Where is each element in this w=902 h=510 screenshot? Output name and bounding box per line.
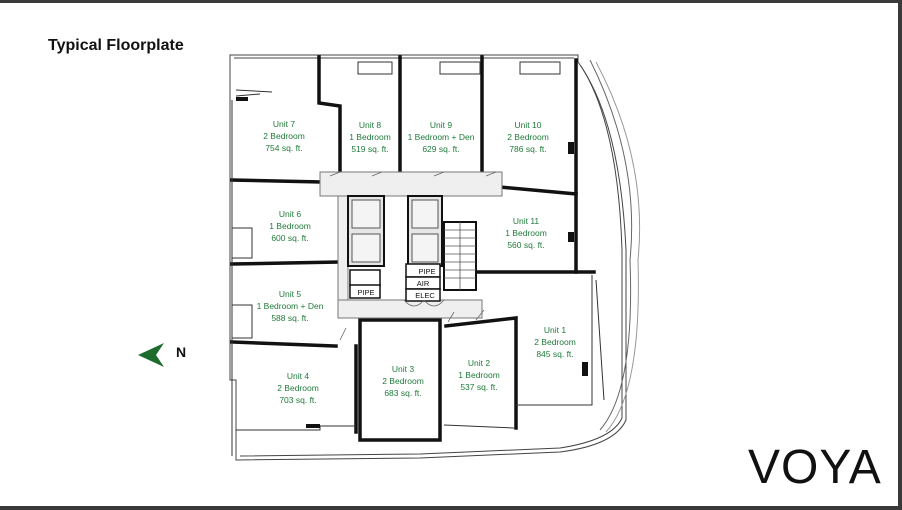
unit-4-name: Unit 4: [287, 371, 309, 381]
unit-3-area: 683 sq. ft.: [384, 388, 421, 398]
unit-5-name: Unit 5: [279, 289, 301, 299]
unit-6-type: 1 Bedroom: [269, 221, 311, 231]
unit-9-area: 629 sq. ft.: [422, 144, 459, 154]
unit-walls: [230, 55, 596, 442]
unit-2-type: 1 Bedroom: [458, 370, 500, 380]
thin-walls: [231, 61, 605, 456]
unit-6-area: 600 sq. ft.: [271, 233, 308, 243]
unit-4-type: 2 Bedroom: [277, 383, 319, 393]
elec-room-label: ELEC: [415, 291, 435, 300]
service-rooms: [349, 263, 441, 302]
unit-5-type: 1 Bedroom + Den: [257, 301, 324, 311]
page-title: Typical Floorplate: [48, 37, 184, 54]
door-swings: [329, 171, 497, 341]
unit-8-name: Unit 8: [359, 120, 381, 130]
window-markers: [236, 97, 588, 428]
unit-5-area: 588 sq. ft.: [271, 313, 308, 323]
unit-6-name: Unit 6: [279, 209, 301, 219]
unit-8-type: 1 Bedroom: [349, 132, 391, 142]
frame-right-border: [898, 0, 902, 510]
unit-11-area: 560 sq. ft.: [507, 240, 544, 250]
unit-1-name: Unit 1: [544, 325, 566, 335]
unit-3-name: Unit 3: [392, 364, 414, 374]
unit-7-name: Unit 7: [273, 119, 295, 129]
unit-10-type: 2 Bedroom: [507, 132, 549, 142]
north-arrow-icon: [138, 343, 164, 367]
north-label: N: [176, 344, 187, 360]
unit-labels: Unit 7 2 Bedroom 754 sq. ft. Unit 8 1 Be…: [257, 119, 576, 405]
core-labels: PIPE PIPE AIR ELEC: [357, 267, 435, 300]
frame-top-border: [0, 0, 902, 3]
unit-10-name: Unit 10: [515, 120, 542, 130]
unit-11-name: Unit 11: [513, 216, 540, 226]
unit-7-area: 754 sq. ft.: [265, 143, 302, 153]
frame-bottom-border: [0, 506, 902, 510]
unit-7-type: 2 Bedroom: [263, 131, 305, 141]
unit-11-type: 1 Bedroom: [505, 228, 547, 238]
brand-logo: VOYA: [748, 441, 882, 494]
unit-10-area: 786 sq. ft.: [509, 144, 546, 154]
unit-9-type: 1 Bedroom + Den: [408, 132, 475, 142]
pipe-room-right-label: PIPE: [418, 267, 435, 276]
air-room-label: AIR: [417, 279, 430, 288]
unit-8-area: 519 sq. ft.: [351, 144, 388, 154]
pipe-room-left-label: PIPE: [357, 288, 374, 297]
unit-2-name: Unit 2: [468, 358, 490, 368]
elevator-cabins: [351, 199, 439, 263]
unit-3-type: 2 Bedroom: [382, 376, 424, 386]
unit-1-area: 845 sq. ft.: [536, 349, 573, 359]
unit-2-area: 537 sq. ft.: [460, 382, 497, 392]
unit-4-area: 703 sq. ft.: [279, 395, 316, 405]
unit-9-name: Unit 9: [430, 120, 452, 130]
building-outline: [229, 54, 641, 461]
stairwell: [443, 221, 477, 291]
north-indicator: N: [138, 341, 198, 369]
corridor: [319, 171, 503, 319]
unit-1-type: 2 Bedroom: [534, 337, 576, 347]
